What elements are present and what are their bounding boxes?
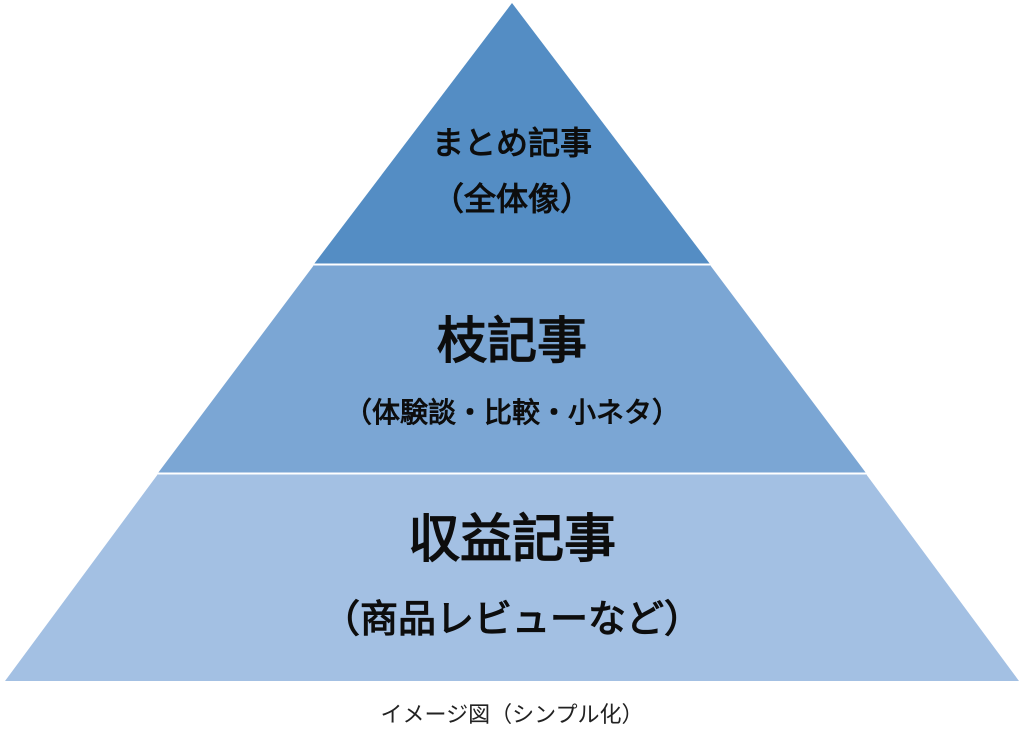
tier-middle: 枝記事 （体験談・比較・小ネタ） — [158, 265, 866, 473]
tier-top-shape — [314, 3, 710, 264]
tier-top-title: まとめ記事 — [432, 124, 592, 162]
tier-middle-subtitle: （体験談・比較・小ネタ） — [344, 396, 680, 429]
diagram-caption: イメージ図（シンプル化） — [381, 703, 644, 728]
tier-middle-title: 枝記事 — [437, 312, 587, 370]
tier-middle-shape — [158, 265, 866, 473]
tier-top: まとめ記事 （全体像） — [314, 3, 710, 264]
tier-bottom: 収益記事 （商品レビューなど） — [5, 474, 1019, 681]
tier-bottom-subtitle: （商品レビューなど） — [322, 597, 702, 641]
tier-bottom-title: 収益記事 — [408, 510, 616, 570]
tier-bottom-shape — [5, 474, 1019, 681]
tier-top-subtitle: （全体像） — [432, 180, 592, 218]
